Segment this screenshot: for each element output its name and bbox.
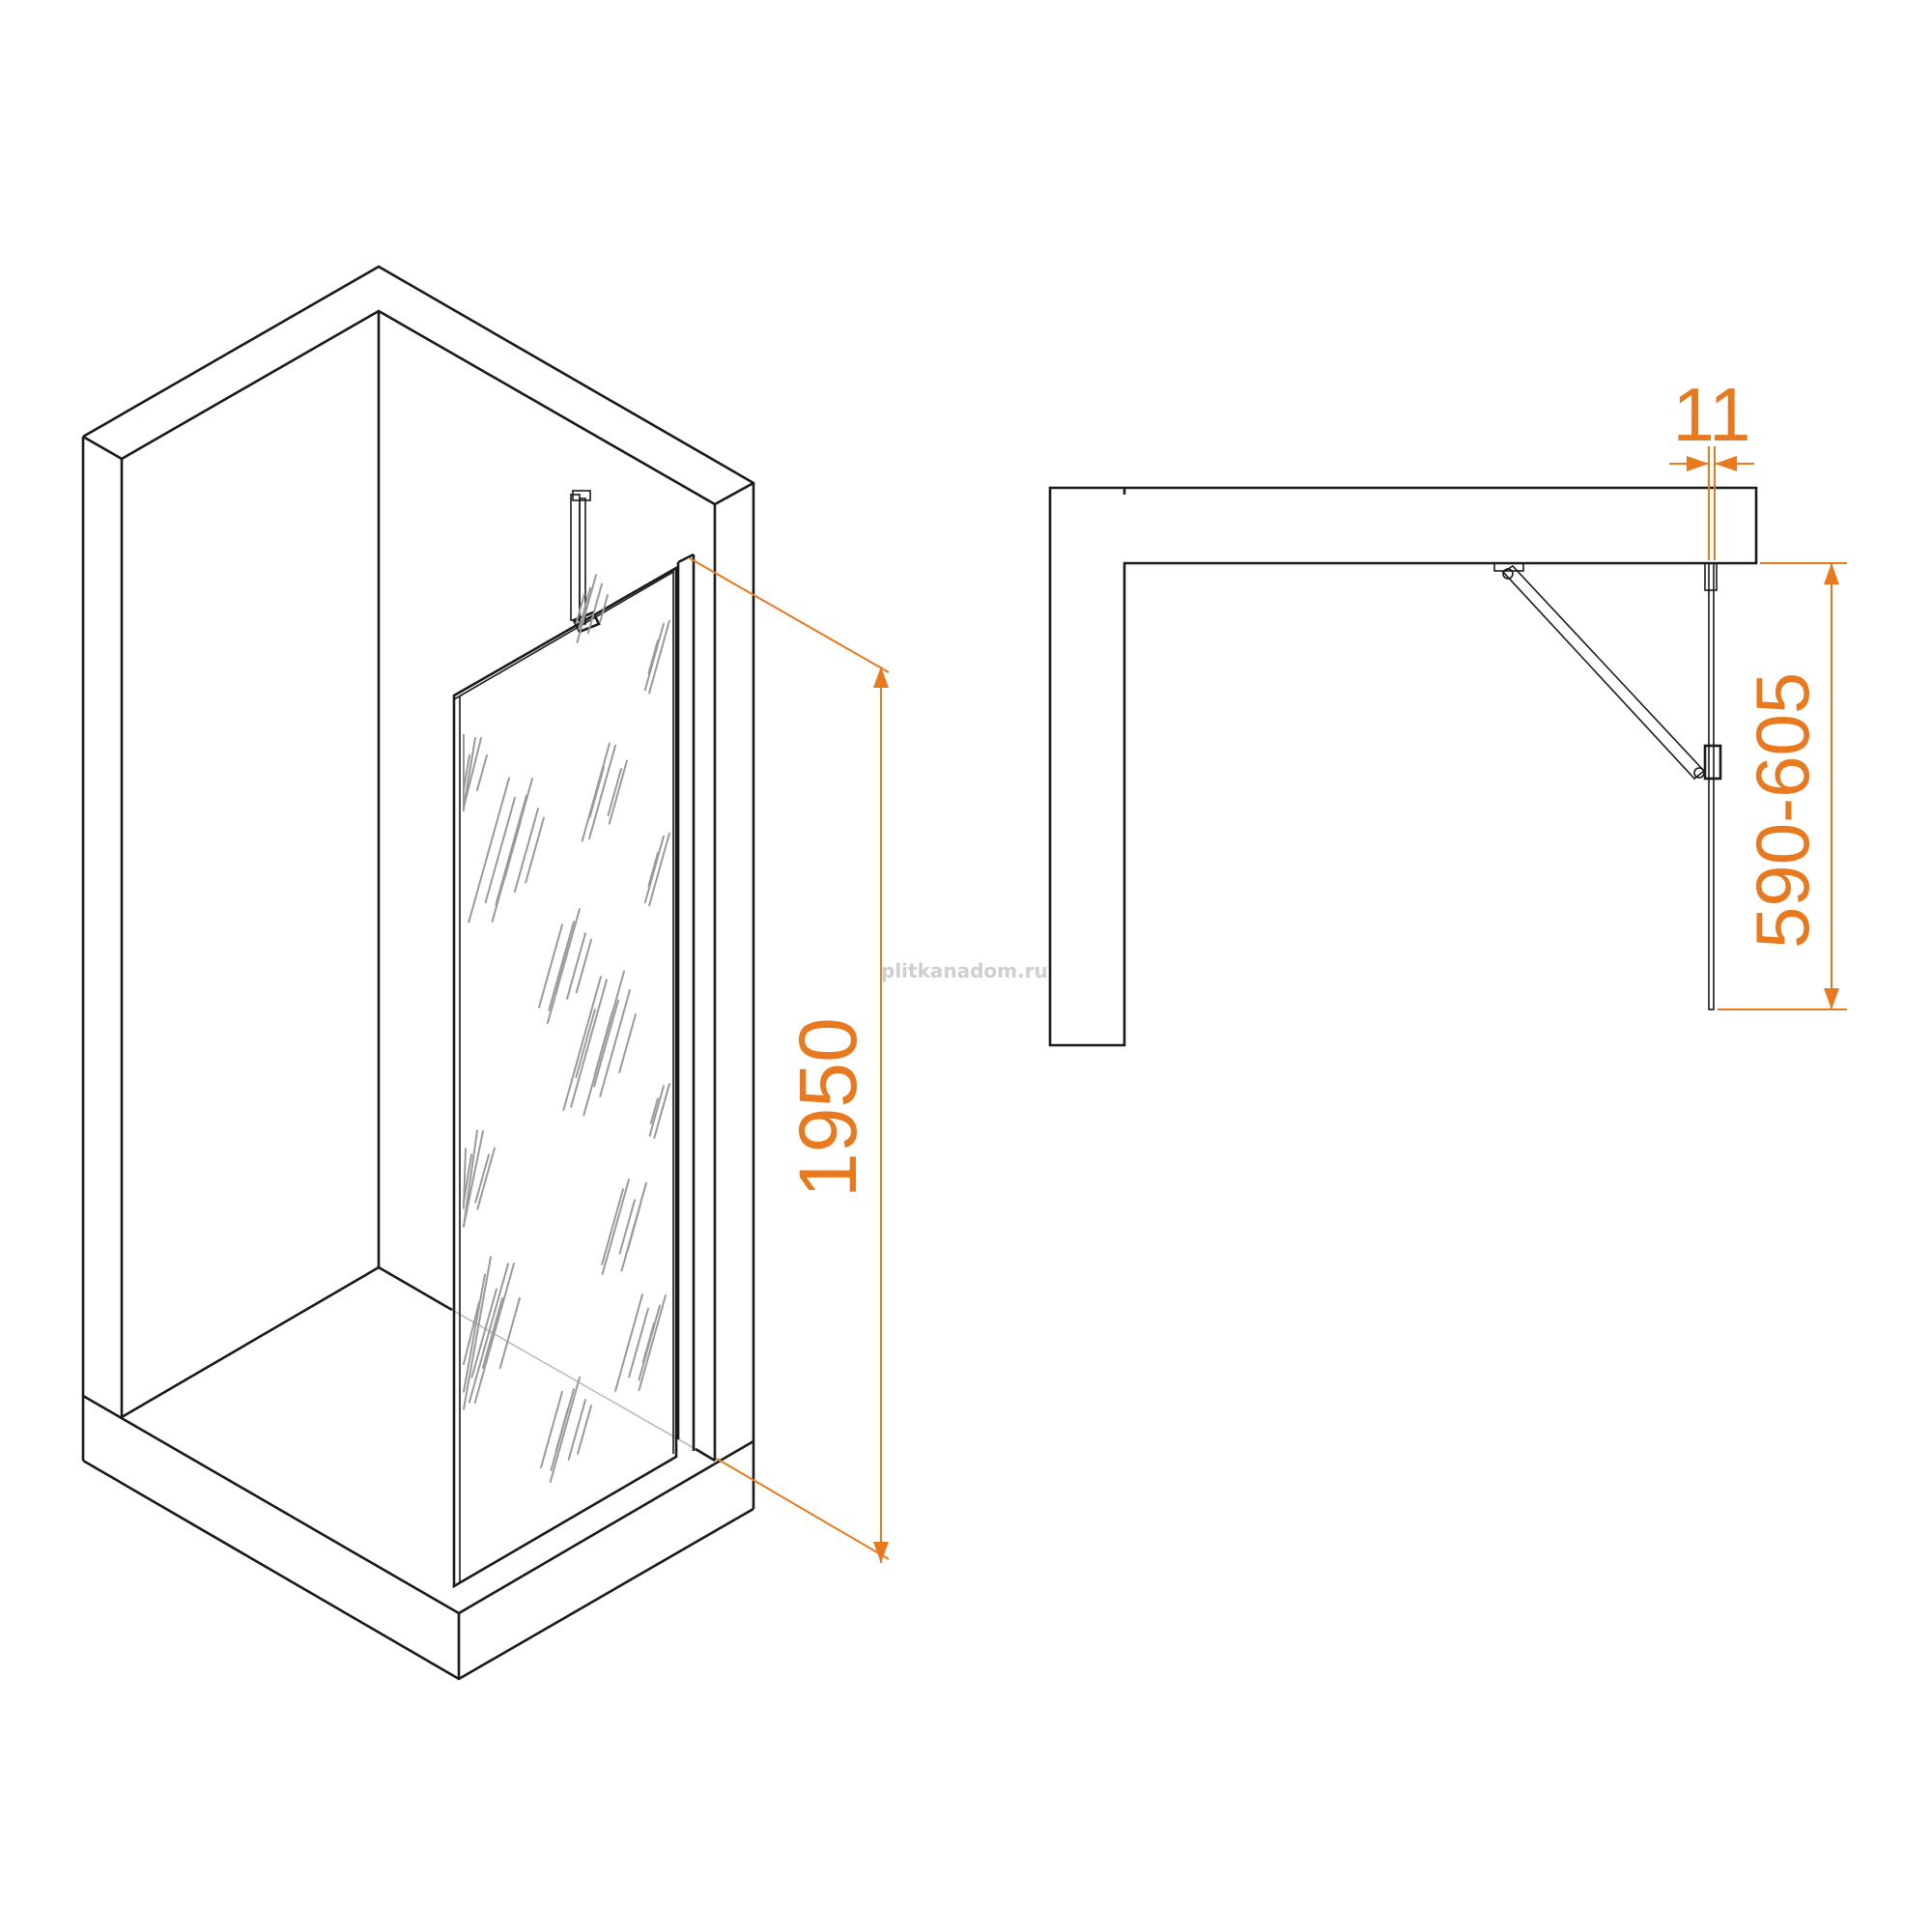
glass-pattern-stroke <box>463 1152 472 1205</box>
glass-pattern-stroke <box>549 1376 581 1484</box>
glass-pattern-stroke <box>546 908 581 1024</box>
glass-pattern-stroke <box>586 582 603 635</box>
height-dimension: 1950 <box>689 557 890 1563</box>
glass-plan <box>1708 562 1715 1010</box>
base-bottom <box>82 1459 754 1681</box>
wall-profile-plan <box>1704 562 1718 591</box>
glass-pattern-stroke <box>620 1181 647 1272</box>
wall-profile <box>676 553 696 1451</box>
glass-pattern <box>463 574 670 1484</box>
glass-pattern-stroke <box>468 777 510 923</box>
glass-pattern-stroke <box>540 1390 563 1469</box>
glass-pattern-stroke <box>601 1179 630 1275</box>
glass-pattern-stroke <box>575 592 585 625</box>
glass-pattern-stroke <box>562 976 602 1111</box>
glass-pattern-stroke <box>648 832 670 907</box>
glass-pattern-stroke <box>498 1296 521 1370</box>
glass-pattern-stroke <box>628 1307 649 1378</box>
height-label: 1950 <box>782 1017 873 1198</box>
glass-pattern-stroke <box>538 923 563 1009</box>
glass-pattern-stroke <box>593 999 619 1088</box>
glass-pattern-stroke <box>548 921 575 1011</box>
glass-pattern-stroke <box>470 1288 497 1378</box>
glass-pattern-stroke <box>476 1147 496 1210</box>
glass-pattern-stroke <box>588 744 616 840</box>
glass-pattern-stroke <box>525 816 545 884</box>
width-dimension: 590-605 <box>1718 562 1847 1010</box>
glass-pattern-stroke <box>618 1199 636 1255</box>
floor-right-inner <box>695 1447 716 1463</box>
glass-pattern-stroke <box>607 768 622 816</box>
thickness-dimension: 11 <box>1669 372 1754 560</box>
glass-pattern-stroke <box>647 639 659 675</box>
glass-pattern-stroke <box>475 754 488 791</box>
glass-pattern-stroke <box>648 619 670 695</box>
glass-pattern-stroke <box>649 1097 659 1124</box>
glass-pattern-stroke <box>578 586 591 631</box>
base-top-front <box>82 1394 754 1615</box>
glass-pattern-stroke <box>638 1304 661 1381</box>
wall-top-inner <box>121 309 716 506</box>
thickness-label: 11 <box>1673 372 1751 457</box>
watermark: plitkanadom.ru <box>881 959 1048 982</box>
glass-pattern-stroke <box>653 1082 670 1140</box>
glass-pattern-stroke <box>618 1012 637 1074</box>
plan-view: 11 590-605 <box>1048 372 1847 1047</box>
glass-pattern-stroke <box>577 1405 592 1455</box>
glass-pattern-stroke <box>570 979 608 1108</box>
left-wall-face <box>82 435 124 1417</box>
glass-pattern-stroke <box>550 1387 575 1472</box>
glass-pattern-stroke <box>468 1263 509 1404</box>
glass-pattern-stroke <box>495 794 527 906</box>
wall-plan-outline <box>1048 486 1758 1047</box>
glass-panel <box>452 565 678 1589</box>
glass-pattern-stroke <box>513 808 539 893</box>
glass-pattern-stroke <box>463 737 482 809</box>
width-label: 590-605 <box>1740 672 1825 949</box>
glass-pattern-stroke <box>608 759 628 825</box>
glass-pattern-stroke <box>582 970 625 1117</box>
glass-pattern-stroke <box>638 1293 667 1392</box>
glass-pattern-stroke <box>576 574 597 643</box>
glass-pattern-stroke <box>599 593 609 624</box>
glass-pattern-stroke <box>614 1293 643 1392</box>
glass-pattern-stroke <box>643 835 665 904</box>
glass-pattern-stroke <box>463 1129 484 1228</box>
glass-pattern-stroke <box>473 1263 515 1404</box>
right-wall-face <box>714 481 754 506</box>
glass-pattern-stroke <box>491 778 533 923</box>
glass-pattern-stroke <box>643 622 665 692</box>
glass-pattern-stroke <box>567 1399 586 1461</box>
glass-pattern-stroke <box>648 1085 665 1137</box>
glass-pattern-stroke <box>474 1153 490 1204</box>
glass-pattern-stroke <box>481 1297 503 1369</box>
glass-pattern-stroke <box>647 851 659 888</box>
stabilizer-arm-plan <box>1493 562 1722 781</box>
glass-pattern-stroke <box>601 1188 624 1265</box>
wall-top-outer <box>82 265 755 1439</box>
glass-pattern-stroke <box>581 742 611 842</box>
isometric-view <box>81 265 755 1681</box>
glass-pattern-stroke <box>575 938 592 994</box>
glass-pattern-stroke <box>566 932 586 1000</box>
floor-back-edge <box>378 1265 453 1312</box>
glass-pattern-stroke <box>463 1273 486 1393</box>
glass-pattern-stroke <box>463 1256 492 1410</box>
glass-pattern-stroke <box>463 1300 480 1366</box>
glass-pattern-stroke <box>599 989 631 1097</box>
glass-pattern-stroke <box>463 753 470 792</box>
glass-pattern-stroke <box>484 796 516 904</box>
glass-pattern-stroke <box>575 1008 596 1079</box>
floor-left-edge <box>121 1265 380 1419</box>
